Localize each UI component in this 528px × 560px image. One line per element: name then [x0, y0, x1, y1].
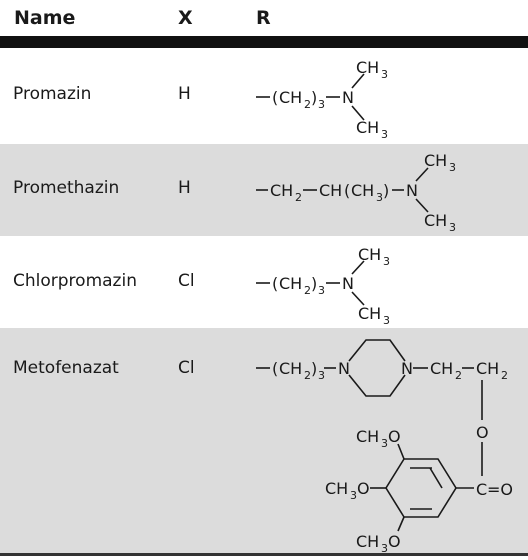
svg-text:CH: CH	[358, 245, 381, 264]
svg-text:(: (	[344, 181, 350, 200]
compound-name: Chlorpromazin	[13, 271, 137, 291]
svg-text:CH: CH	[356, 427, 379, 446]
svg-text:3: 3	[318, 284, 325, 297]
svg-text:CH: CH	[430, 359, 453, 378]
compound-name: Promazin	[13, 84, 92, 104]
table-row: Promazin H ( CH 2 ) 3 N CH 3 CH 3	[0, 48, 528, 144]
r-group-formula: ( CH 2 ) 3 N CH 3 CH 3	[256, 245, 390, 327]
svg-text:): )	[311, 359, 317, 378]
substituent-x: Cl	[178, 358, 195, 378]
svg-text:): )	[311, 88, 317, 107]
svg-text:3: 3	[318, 369, 325, 382]
table-header: Name X R	[0, 0, 528, 36]
svg-text:=O: =O	[487, 480, 513, 499]
header-x: X	[178, 7, 193, 29]
compound-name: Promethazin	[13, 178, 120, 198]
svg-text:): )	[311, 274, 317, 293]
svg-text:3: 3	[383, 255, 390, 268]
svg-text:O: O	[388, 427, 401, 446]
svg-text:CH: CH	[279, 359, 302, 378]
svg-text:2: 2	[501, 369, 508, 382]
svg-text:O: O	[476, 423, 489, 442]
substituent-x: Cl	[178, 271, 195, 291]
table-row: Promethazin H CH 2 CH ( CH 3 ) N CH 3 CH…	[0, 144, 528, 236]
compound-name: Metofenazat	[13, 358, 119, 378]
svg-text:CH: CH	[356, 118, 379, 137]
header-divider	[0, 36, 528, 48]
svg-text:CH: CH	[424, 151, 447, 170]
header-name: Name	[14, 7, 76, 29]
svg-text:(: (	[272, 88, 278, 107]
svg-text:3: 3	[318, 98, 325, 111]
header-r: R	[256, 7, 271, 29]
svg-text:CH: CH	[358, 304, 381, 323]
svg-text:N: N	[401, 359, 413, 378]
svg-text:3: 3	[381, 542, 388, 553]
svg-text:(: (	[272, 274, 278, 293]
svg-text:CH: CH	[476, 359, 499, 378]
svg-text:3: 3	[381, 437, 388, 450]
svg-text:CH: CH	[279, 88, 302, 107]
svg-text:3: 3	[350, 489, 357, 502]
svg-text:N: N	[342, 274, 354, 293]
svg-text:CH: CH	[356, 58, 379, 77]
svg-text:3: 3	[381, 128, 388, 141]
svg-text:3: 3	[381, 68, 388, 81]
substituent-x: H	[178, 84, 191, 104]
svg-text:CH: CH	[424, 211, 447, 230]
svg-text:CH: CH	[325, 479, 348, 498]
svg-text:2: 2	[295, 191, 302, 204]
r-group-formula: ( CH 2 ) 3 N N CH 2 CH 2 O C =O	[256, 339, 513, 553]
svg-text:): )	[383, 181, 389, 200]
svg-text:3: 3	[383, 314, 390, 327]
svg-text:O: O	[388, 532, 401, 551]
svg-text:CH: CH	[270, 181, 293, 200]
svg-text:CH: CH	[351, 181, 374, 200]
svg-text:2: 2	[304, 98, 311, 111]
substituent-x: H	[178, 178, 191, 198]
svg-text:3: 3	[449, 161, 456, 174]
svg-text:2: 2	[455, 369, 462, 382]
svg-text:3: 3	[449, 221, 456, 234]
svg-text:CH: CH	[319, 181, 342, 200]
svg-text:3: 3	[376, 191, 383, 204]
table-row: Metofenazat Cl ( CH 2 ) 3 N N CH 2 CH 2 …	[0, 328, 528, 553]
svg-text:N: N	[338, 359, 350, 378]
r-group-formula: CH 2 CH ( CH 3 ) N CH 3 CH 3	[256, 151, 456, 234]
svg-text:O: O	[357, 479, 370, 498]
svg-text:N: N	[342, 88, 354, 107]
svg-text:2: 2	[304, 369, 311, 382]
r-group-formula: ( CH 2 ) 3 N CH 3 CH 3	[256, 58, 388, 141]
svg-text:CH: CH	[356, 532, 379, 551]
svg-text:(: (	[272, 359, 278, 378]
svg-text:N: N	[406, 181, 418, 200]
svg-text:2: 2	[304, 284, 311, 297]
table-bottom-rule	[0, 553, 528, 556]
table-row: Chlorpromazin Cl ( CH 2 ) 3 N CH 3 CH 3	[0, 236, 528, 328]
svg-text:CH: CH	[279, 274, 302, 293]
svg-text:C: C	[476, 480, 487, 499]
